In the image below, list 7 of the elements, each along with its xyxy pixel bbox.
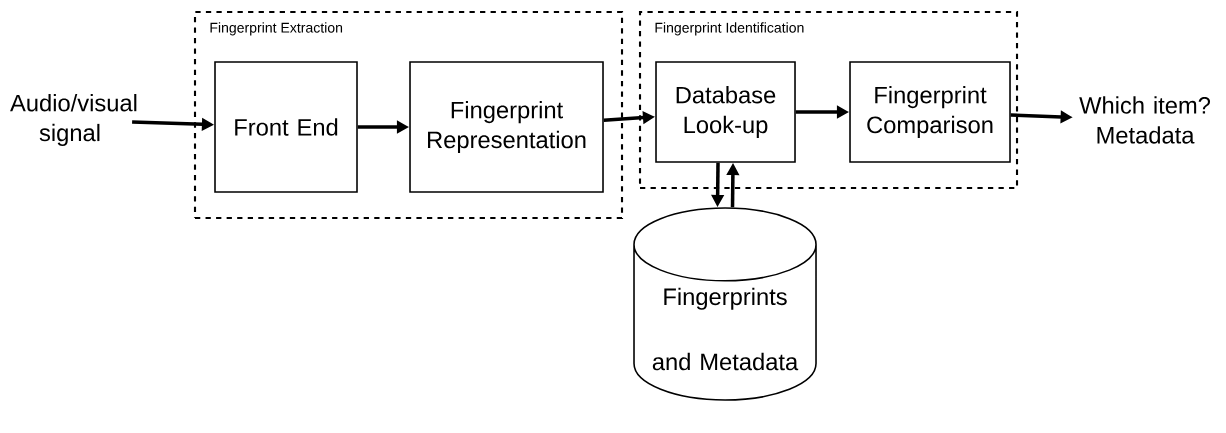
process-box: Fingerprint Representation	[409, 61, 604, 193]
process-box: Front End	[214, 61, 358, 193]
database-cylinder: Fingerprints and Metadata	[633, 207, 817, 401]
signal-label: Which item? Metadata	[1079, 96, 1211, 144]
process-box: Fingerprint Comparison	[849, 61, 1011, 163]
signal-label: Audio/visual signal	[10, 94, 137, 146]
process-box: Database Look-up	[655, 61, 796, 163]
